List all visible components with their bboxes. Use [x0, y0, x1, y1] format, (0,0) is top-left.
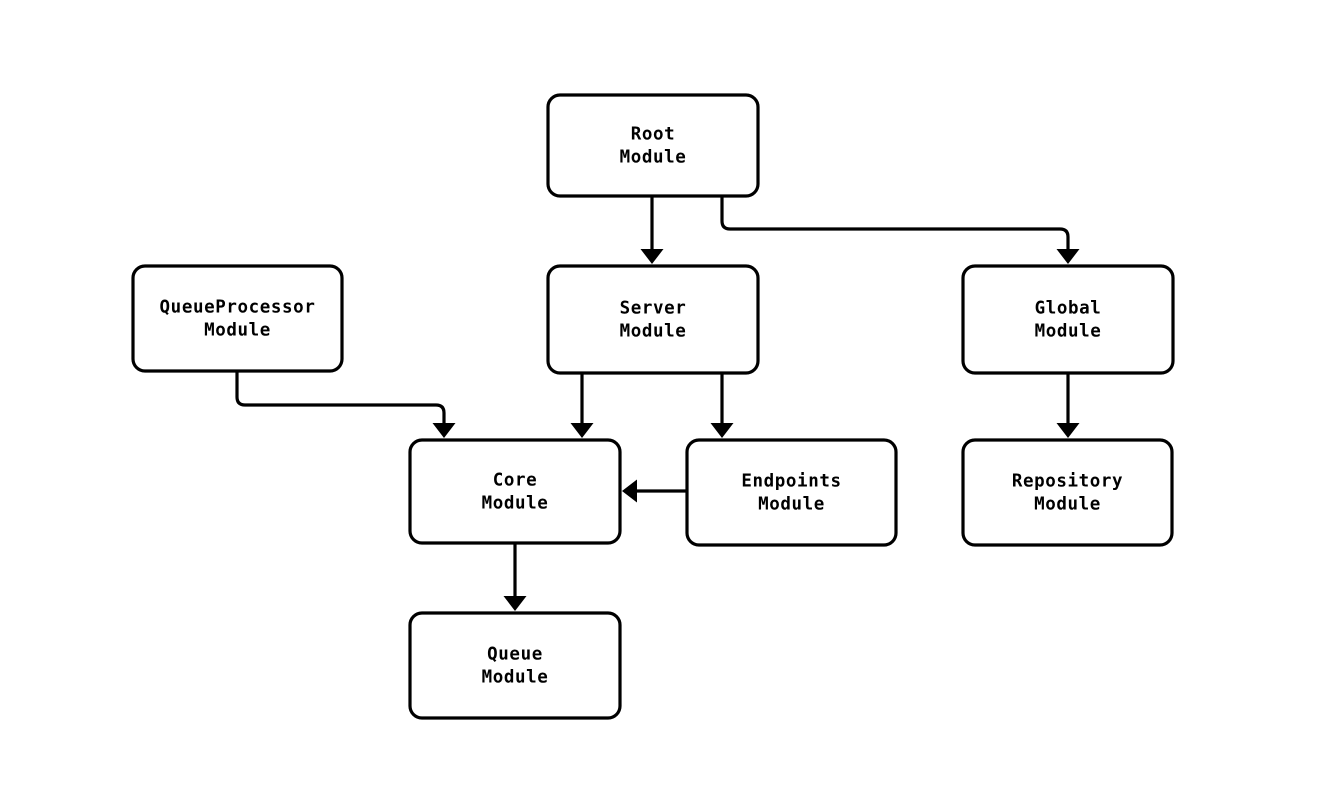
node-box-queueprocessor[interactable] — [131, 264, 344, 373]
edge-line-root-to-global — [720, 196, 1070, 252]
arrow-head-icon — [640, 249, 664, 264]
node-label-line1-queue: Queue — [487, 645, 543, 665]
node-box-repository[interactable] — [961, 438, 1174, 547]
node-label-line2-server: Module — [620, 322, 687, 342]
edge-core-to-queue: Core Module depends on Queue Module — [503, 543, 527, 611]
arrow-head-icon — [710, 423, 734, 438]
edge-server-to-core: Server Module depends on Core Module — [570, 373, 594, 438]
node-label-line1-repository: Repository — [1012, 472, 1123, 492]
nodes-layer: RootModuleQueueProcessorModuleServerModu… — [131, 93, 1175, 720]
node-label-line1-server: Server — [620, 299, 687, 319]
node-label-line2-root: Module — [620, 148, 687, 168]
arrow-head-icon — [1056, 423, 1080, 438]
node-label-line2-queueprocessor: Module — [204, 321, 271, 341]
node-label-line2-queue: Module — [482, 668, 549, 688]
edges-layer: Root Module depends on Server Module Root… — [235, 196, 1080, 611]
node-label-line2-repository: Module — [1034, 495, 1101, 515]
edge-server-to-endpoints: Server Module depends on Endpoints Modul… — [710, 373, 734, 438]
edge-queueprocessor-to-core: QueueProcessor Module depends on Core Mo… — [235, 371, 456, 438]
node-label-line1-core: Core — [493, 471, 538, 491]
node-label-line1-queueprocessor: QueueProcessor — [160, 298, 316, 318]
edge-line-queueprocessor-to-core — [235, 371, 446, 426]
node-box-queue[interactable] — [408, 611, 622, 720]
arrow-head-icon — [622, 479, 637, 503]
node-label-line1-root: Root — [631, 125, 676, 145]
node-box-endpoints[interactable] — [685, 438, 898, 547]
node-box-core[interactable] — [408, 438, 622, 545]
arrow-head-icon — [432, 423, 456, 438]
arrow-head-icon — [503, 596, 527, 611]
node-label-line2-core: Module — [482, 494, 549, 514]
node-label-line2-endpoints: Module — [758, 495, 825, 515]
edge-endpoints-to-core: Endpoints Module depends on Core Module — [622, 479, 687, 503]
edge-global-to-repository: Global Module depends on Repository Modu… — [1056, 373, 1080, 438]
arrow-head-icon — [1056, 249, 1080, 264]
edge-root-to-global: Root Module depends on Global Module — [720, 196, 1080, 264]
arrow-head-icon — [570, 423, 594, 438]
edge-root-to-server: Root Module depends on Server Module — [640, 196, 664, 264]
node-box-server[interactable] — [546, 264, 760, 375]
node-box-root[interactable] — [546, 93, 760, 198]
node-label-line2-global: Module — [1035, 322, 1102, 342]
node-label-line1-global: Global — [1035, 299, 1102, 319]
node-box-global[interactable] — [961, 264, 1175, 375]
node-label-line1-endpoints: Endpoints — [741, 472, 841, 492]
